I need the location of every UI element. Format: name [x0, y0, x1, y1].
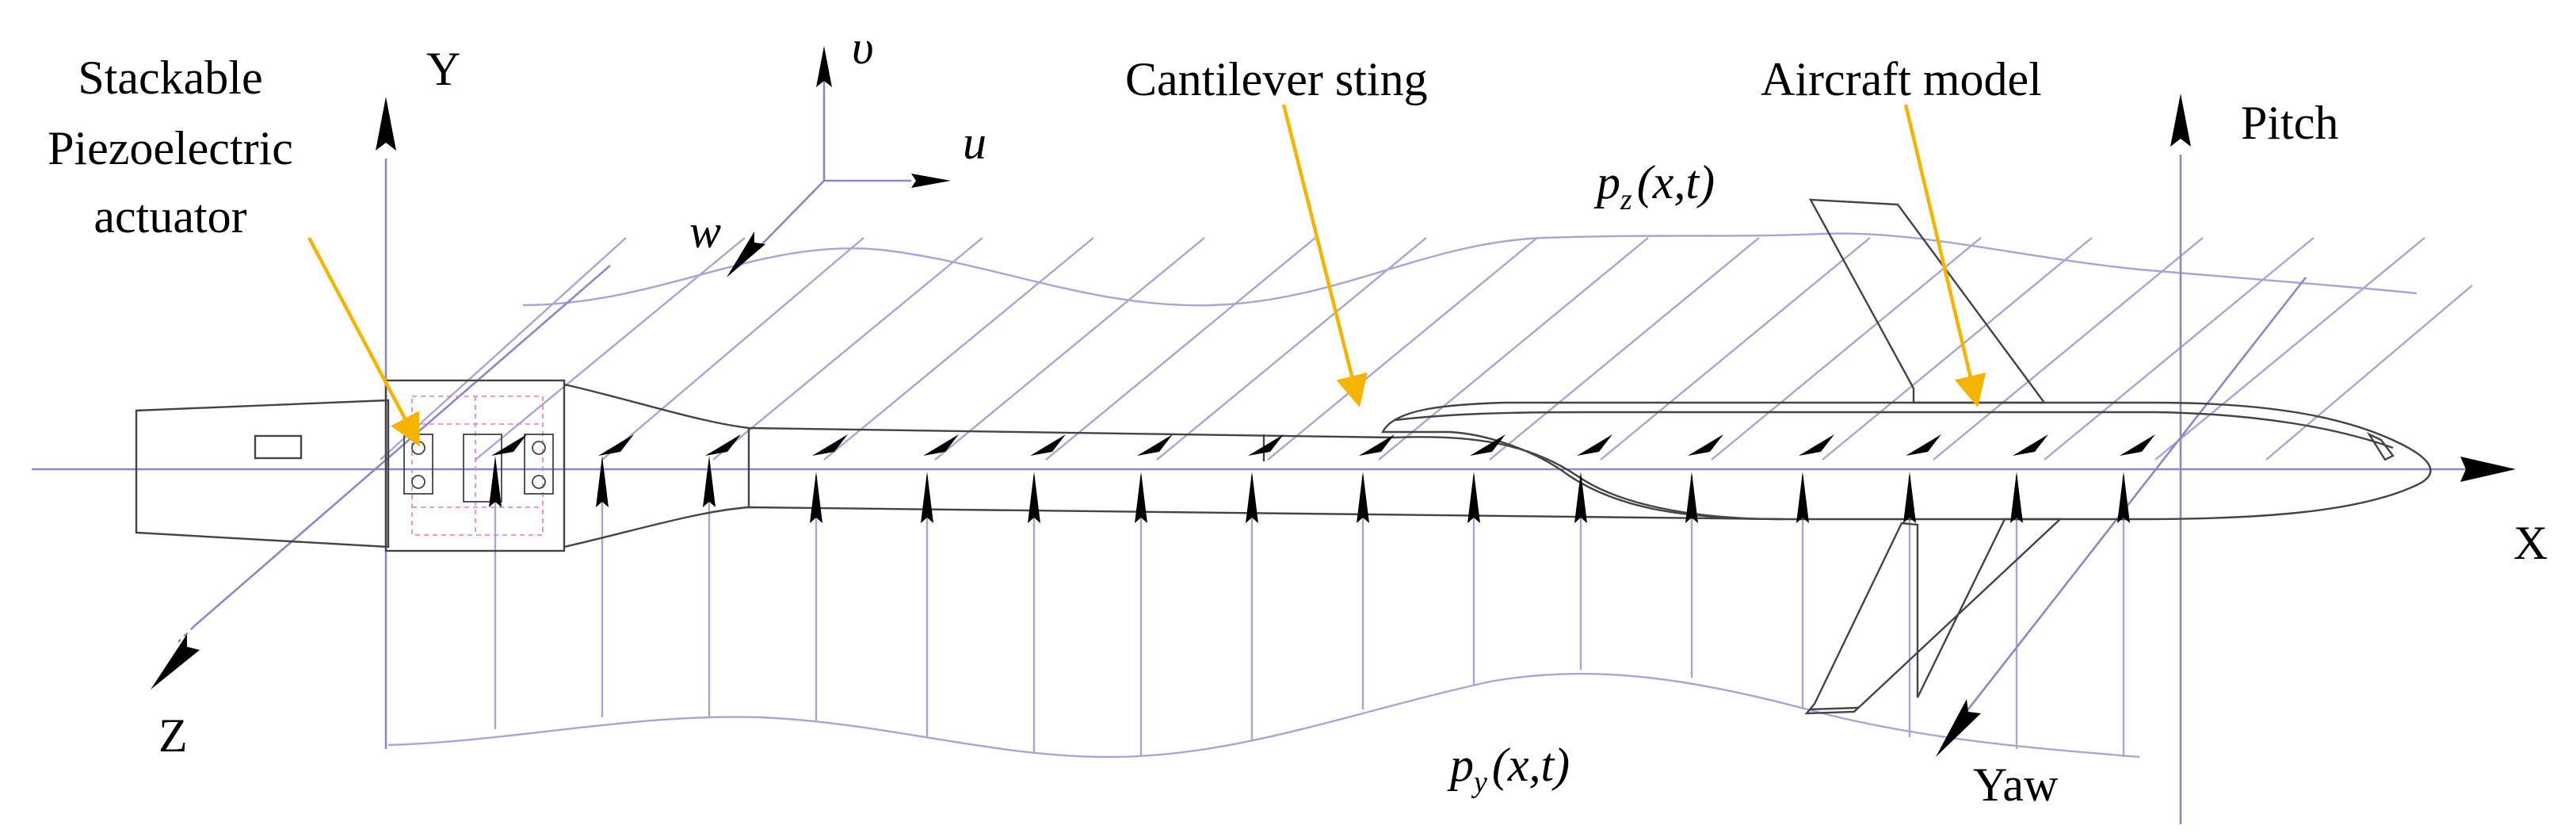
py-vertical-lines — [494, 476, 2125, 757]
x-axis-arrowhead — [2460, 457, 2516, 482]
actuator-bolts — [403, 434, 554, 503]
w-axis-arrowhead — [727, 231, 765, 277]
nose-detail — [2366, 432, 2395, 461]
label-stackable-line1: Stackable — [78, 52, 262, 104]
text-labels: Stackable Piezoelectric actuator Cantile… — [48, 21, 2547, 811]
y-axis-arrowhead — [376, 97, 396, 151]
py-load-arrows — [489, 456, 2130, 523]
fuselage-inner-line — [1394, 411, 2394, 449]
label-py-load: py(x,t) — [1447, 739, 1570, 799]
py-envelope-curve — [387, 672, 2140, 759]
actuator-leader — [307, 236, 420, 447]
u-axis-arrowhead — [911, 174, 951, 188]
z-axis-line — [193, 265, 611, 627]
label-axis-w: w — [689, 205, 721, 258]
label-cantilever-sting: Cantilever sting — [1125, 53, 1428, 105]
aircraft-model — [1381, 198, 2432, 715]
sting-assembly — [135, 379, 1784, 552]
label-aircraft-model: Aircraft model — [1761, 53, 2042, 105]
label-yaw: Yaw — [1973, 759, 2059, 811]
actuator-internal — [411, 396, 544, 536]
label-axis-x: X — [2513, 517, 2547, 569]
axis-arrowheads — [151, 46, 2516, 757]
z-axis-dash — [177, 625, 195, 643]
v-axis-arrowhead — [816, 46, 832, 87]
pz-envelope-curve — [522, 232, 2418, 307]
label-axis-z: Z — [158, 709, 188, 762]
cantilever-leader — [1281, 104, 1368, 407]
label-pitch: Pitch — [2241, 97, 2338, 149]
label-axis-v: υ — [852, 21, 874, 74]
local-frame — [752, 75, 911, 254]
yaw-axis-line — [1963, 277, 2307, 714]
aircraft-leader — [1903, 104, 1986, 407]
label-axis-y: Y — [426, 43, 460, 95]
yaw-axis-arrowhead — [1936, 699, 1981, 757]
support-slot — [254, 434, 303, 460]
actuator-housing — [384, 379, 566, 552]
z-axis-arrowhead — [151, 634, 200, 690]
label-pz-load: pz(x,t) — [1593, 156, 1715, 216]
leader-lines — [307, 104, 1986, 447]
fuselage-outline — [1381, 401, 2432, 521]
lower-fin — [1804, 518, 2063, 715]
pz-hatch-lines — [380, 237, 2473, 461]
label-stackable-line2: Piezoelectric — [48, 122, 293, 174]
pitch-axis-arrowhead — [2170, 94, 2191, 147]
label-stackable-line3: actuator — [93, 190, 246, 243]
lower-fin-tip — [1810, 706, 1859, 711]
label-axis-u: u — [963, 117, 987, 169]
pz-load-distribution — [380, 232, 2473, 461]
sting-taper — [563, 383, 1784, 548]
py-load-distribution — [387, 476, 2140, 759]
pz-load-arrows — [491, 434, 2155, 456]
rear-support — [135, 399, 390, 548]
